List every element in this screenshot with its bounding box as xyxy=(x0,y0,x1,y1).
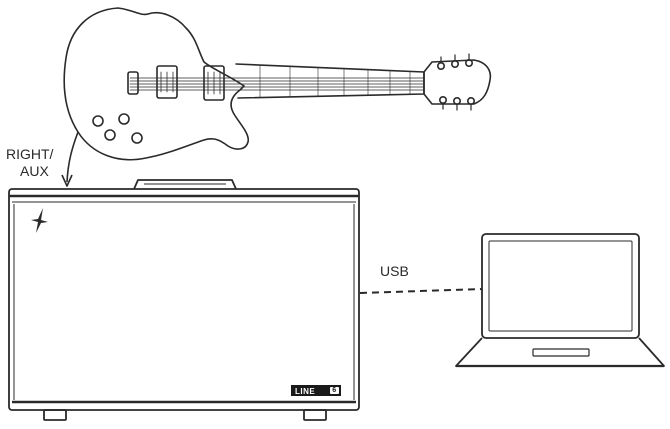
usb-label: USB xyxy=(380,263,409,279)
right-aux-label: RIGHT/ AUX xyxy=(6,146,53,180)
logo-text: LINE xyxy=(295,387,316,396)
electric-guitar-icon xyxy=(63,7,492,161)
right-aux-label-line1: RIGHT/ xyxy=(6,146,54,162)
brand-mark-icon xyxy=(31,208,48,233)
line6-logo-icon: LINE 6 xyxy=(291,385,341,396)
right-aux-label-line2: AUX xyxy=(20,163,49,179)
laptop-icon xyxy=(455,233,665,368)
usb-cable xyxy=(359,288,483,294)
amplifier-icon xyxy=(8,179,360,421)
cable-arrow xyxy=(61,131,79,187)
logo-suffix: 6 xyxy=(330,387,339,394)
